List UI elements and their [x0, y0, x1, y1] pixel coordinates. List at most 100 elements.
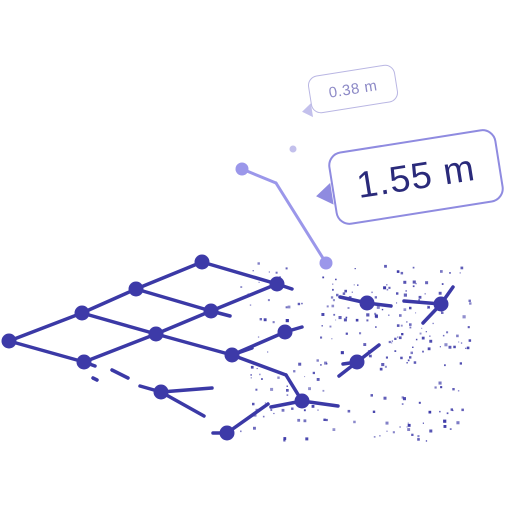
point-cloud-speck	[308, 387, 311, 391]
point-cloud-speck	[345, 332, 348, 335]
point-cloud-speck	[287, 305, 291, 309]
point-cloud-speck	[427, 305, 430, 309]
point-cloud-speck	[424, 293, 426, 295]
point-cloud-speck	[442, 305, 445, 307]
point-cloud-speck	[370, 394, 373, 397]
point-cloud-speck	[386, 430, 388, 432]
point-cloud-speck	[371, 291, 373, 294]
mesh-node	[148, 326, 164, 342]
point-cloud-speck	[256, 368, 258, 370]
point-cloud-speck	[250, 377, 252, 379]
point-cloud-speck	[376, 305, 380, 309]
point-cloud-speck	[413, 361, 417, 364]
point-cloud-speck	[366, 313, 370, 317]
point-cloud-speck	[363, 343, 367, 346]
point-cloud-speck	[347, 307, 350, 309]
point-cloud-speck	[268, 271, 270, 273]
point-cloud-speck	[468, 339, 472, 342]
point-cloud-speck	[391, 342, 393, 344]
point-cloud-speck	[440, 386, 443, 389]
point-cloud-speck	[303, 419, 307, 423]
point-cloud-speck	[469, 302, 472, 305]
point-cloud-speck	[418, 299, 420, 301]
point-cloud-speck	[422, 350, 424, 353]
point-cloud-speck	[249, 304, 252, 306]
point-cloud-speck	[322, 389, 325, 392]
point-cloud-speck	[253, 413, 257, 417]
point-cloud-speck	[304, 376, 306, 378]
point-cloud-speck	[253, 426, 256, 430]
point-cloud-speck	[252, 270, 254, 272]
point-cloud-speck	[399, 426, 401, 428]
point-cloud-speck	[403, 280, 407, 284]
point-cloud-speck	[446, 412, 449, 415]
point-cloud-speck	[401, 396, 404, 399]
point-cloud-speck	[421, 327, 423, 329]
point-cloud-speck	[286, 389, 289, 392]
point-cloud-speck	[425, 440, 428, 442]
point-cloud-speck	[373, 436, 376, 438]
point-cloud-speck	[305, 437, 309, 441]
point-cloud-speck	[255, 408, 259, 412]
mesh-node	[194, 254, 210, 270]
point-cloud-speck	[466, 346, 470, 350]
point-cloud-speck	[415, 312, 417, 314]
point-cloud-speck	[247, 293, 251, 297]
point-cloud-speck	[293, 370, 296, 373]
point-cloud-speck	[400, 356, 403, 360]
point-cloud-scatter	[240, 262, 472, 442]
point-cloud-speck	[285, 306, 288, 309]
point-cloud-speck	[325, 418, 328, 422]
point-cloud-speck	[316, 378, 320, 381]
point-cloud-speck	[259, 373, 261, 376]
point-cloud-speck	[338, 316, 342, 320]
point-cloud-speck	[412, 266, 415, 269]
point-cloud-speck	[460, 266, 464, 270]
point-cloud-speck	[321, 325, 323, 327]
point-cloud-speck	[407, 359, 410, 362]
point-cloud-speck	[458, 341, 460, 343]
point-cloud-speck	[250, 365, 254, 369]
point-cloud-speck	[459, 272, 461, 274]
point-cloud-speck	[406, 426, 408, 428]
point-cloud-speck	[400, 271, 404, 275]
mesh-node	[128, 281, 144, 297]
point-cloud-speck	[412, 280, 416, 284]
point-cloud-speck	[368, 297, 371, 301]
point-cloud-speck	[448, 345, 452, 349]
point-cloud-speck	[406, 362, 408, 364]
point-cloud-speck	[456, 334, 459, 338]
point-cloud-speck	[412, 346, 414, 348]
point-cloud-speck	[324, 361, 328, 365]
point-cloud-speck	[459, 362, 462, 365]
point-cloud-speck	[410, 351, 413, 355]
point-cloud-speck	[443, 419, 447, 423]
point-cloud-speck	[386, 284, 388, 286]
point-cloud-speck	[439, 346, 441, 348]
point-cloud-speck	[369, 354, 372, 358]
point-cloud-speck	[407, 423, 411, 427]
point-cloud-speck	[383, 396, 387, 400]
point-cloud-speck	[331, 338, 333, 340]
point-cloud-speck	[323, 418, 326, 421]
point-cloud-speck	[422, 422, 424, 424]
point-cloud-speck	[357, 284, 359, 286]
secondary-measurement-value: 0.38 m	[327, 76, 379, 102]
point-cloud-speck	[255, 388, 258, 391]
point-cloud-speck	[261, 378, 263, 380]
point-cloud-speck	[388, 314, 390, 316]
mesh-node	[224, 347, 240, 363]
point-cloud-speck	[409, 326, 412, 329]
point-cloud-speck	[342, 292, 346, 295]
point-cloud-speck	[348, 296, 352, 299]
point-cloud-speck	[392, 431, 395, 434]
point-cloud-speck	[415, 282, 417, 285]
point-cloud-speck	[429, 429, 433, 433]
point-cloud-speck	[367, 350, 372, 354]
point-cloud-speck	[398, 336, 402, 340]
point-cloud-speck	[388, 340, 391, 344]
point-cloud-speck	[347, 409, 351, 413]
point-cloud-speck	[397, 336, 399, 338]
point-cloud-speck	[384, 264, 387, 268]
point-cloud-speck	[275, 271, 278, 274]
